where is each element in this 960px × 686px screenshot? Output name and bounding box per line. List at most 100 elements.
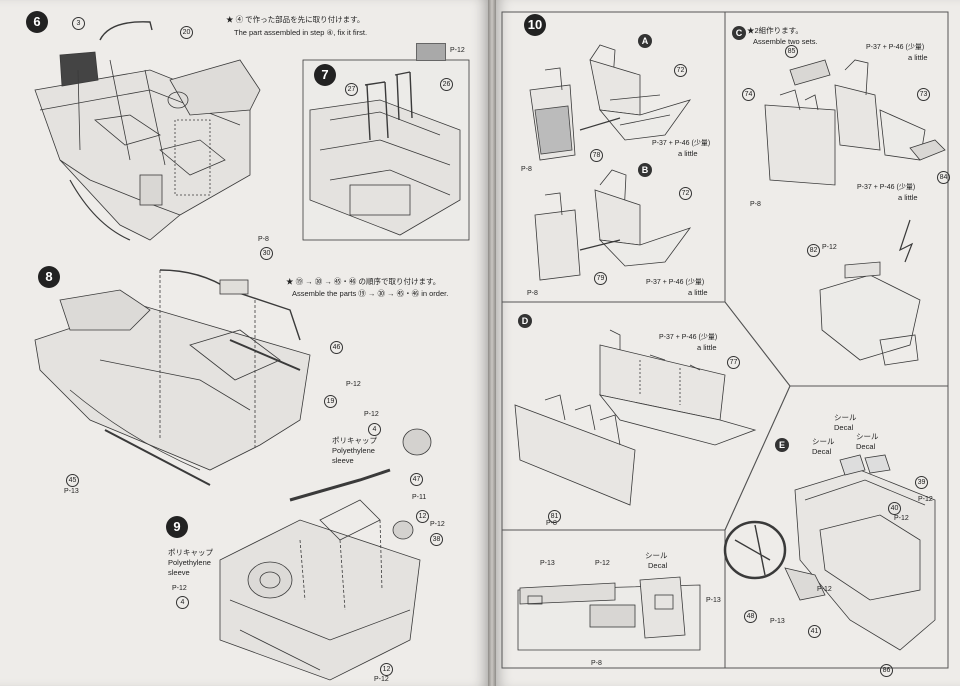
panel-left-ref: P-13 (540, 560, 555, 567)
part-38: 38 (428, 533, 443, 546)
part-40-ref: P-12 (894, 515, 909, 522)
step8-frame-drawing (34, 269, 311, 486)
part-47-ref: P-11 (412, 494, 427, 501)
part-72b: 72 (677, 187, 692, 200)
seat-a-left-ref: P-8 (521, 166, 532, 173)
part-86: 86 (878, 664, 893, 677)
seat-c-top-a-little: a little (908, 53, 928, 62)
part-27: 27 (343, 83, 358, 96)
seat-b-paint-ref: P-37 + P-46 (少量) (646, 279, 705, 286)
part-73: 73 (915, 88, 930, 101)
seat-c-left-ref: P-8 (750, 201, 761, 208)
bench-d-a-little: a little (697, 343, 717, 352)
part-4a: 4 (366, 423, 381, 436)
step9-axle-drawing (219, 428, 432, 681)
part-48: 48 (742, 610, 757, 623)
step7-box-drawing (302, 59, 470, 241)
step-8-badge: 8 (38, 266, 60, 288)
part-41-ref: P-12 (817, 586, 832, 593)
part-81-ref: P-8 (546, 520, 557, 527)
part-72a: 72 (672, 64, 687, 77)
sleeve-label-en2-a: sleeve (332, 456, 354, 465)
part-26: 26 (438, 78, 453, 91)
seat-c-top-ref: P-37 + P-46 (少量) (866, 44, 925, 51)
seat-b-a-little: a little (688, 288, 708, 297)
e-decal-jp-2: シール (812, 437, 835, 446)
part-3: 3 (70, 17, 85, 30)
seat-c-drawing (764, 59, 946, 366)
panel-b-label: B (638, 163, 652, 177)
part-81: 81 (546, 510, 561, 523)
step-10-badge: 10 (524, 14, 546, 36)
part-82-ref: P-12 (822, 244, 837, 251)
bench-d-paint-ref: P-37 + P-46 (少量) (659, 334, 718, 341)
page-gutter (488, 0, 496, 686)
sleeve-label-jp-b: ポリキャップ (168, 548, 213, 557)
sleeve-label-en1-b: Polyethylene (168, 558, 211, 567)
part-46-ref: P-12 (346, 381, 361, 388)
part-41: 41 (806, 625, 821, 638)
panel-c-label: C (732, 26, 746, 40)
panel-bottom-ref: P-8 (591, 660, 602, 667)
part-12b: 12 (378, 663, 393, 676)
seat-a-drawing (529, 44, 692, 161)
seat-c-bottom-ref: P-37 + P-46 (少量) (857, 184, 916, 191)
instrument-panel-drawing (517, 576, 701, 651)
part-12-ref: P-12 (430, 521, 445, 528)
paint-color-swatch (416, 43, 446, 61)
step8-note-jp: ★ ⑲ → ㉚ → ㊺・㊻ の順序で取り付けます。 (286, 277, 441, 286)
part-82: 82 (805, 244, 820, 257)
sleeve-label-en2-b: sleeve (168, 568, 190, 577)
part-39-ref: P-12 (918, 496, 933, 503)
part-45-ref: P-13 (64, 488, 79, 495)
panel-e-label: E (775, 438, 789, 452)
part-45: 45 (64, 474, 79, 487)
step6-paint-ref: P-12 (450, 47, 465, 54)
part-84: 84 (935, 171, 950, 184)
part-85: 85 (783, 45, 798, 58)
sleeve-label-en1-a: Polyethylene (332, 446, 375, 455)
part-12b-ref: P-12 (374, 676, 389, 683)
seat-b-left-ref: P-8 (527, 290, 538, 297)
seat-b-drawing (534, 169, 692, 281)
part-39: 39 (913, 476, 928, 489)
e-decal-jp-3: シール (856, 432, 879, 441)
bench-d-drawing (514, 329, 757, 506)
part-40: 40 (886, 502, 901, 515)
step6-note-en: The part assembled in step ④, fix it fir… (234, 28, 368, 37)
seat-a-a-little: a little (678, 149, 698, 158)
part-48-ref: P-13 (770, 618, 785, 625)
part-12a: 12 (414, 510, 429, 523)
panel-d-label: D (518, 314, 532, 328)
part-30: 30 (258, 247, 273, 260)
part-20: 20 (178, 26, 193, 39)
seat-c-bottom-a-little: a little (898, 193, 918, 202)
panel-mid-ref: P-12 (595, 560, 610, 567)
sleeve-label-jp-a: ポリキャップ (332, 436, 377, 445)
panel-borders (501, 11, 949, 669)
panel-c-note-en: Assemble two sets. (753, 37, 818, 46)
e-decal-en-1: Decal (834, 423, 854, 432)
panel-a-label: A (638, 34, 652, 48)
panel-decal-en: Decal (648, 561, 668, 570)
part-77: 77 (725, 356, 740, 369)
part-47: 47 (408, 473, 423, 486)
part-30-ref: P-8 (258, 236, 269, 243)
step-6-badge: 6 (26, 11, 48, 33)
step-9-badge: 9 (166, 516, 188, 538)
e-decal-jp-1: シール (834, 413, 857, 422)
panel-decal-jp: シール (645, 551, 668, 560)
dashboard-e-drawing (723, 454, 936, 651)
part-78: 78 (588, 149, 603, 162)
step6-chassis-drawing (34, 21, 261, 241)
panel-right-ref: P-13 (706, 597, 721, 604)
e-decal-en-3: Decal (856, 442, 876, 451)
e-decal-en-2: Decal (812, 447, 832, 456)
part-19: 19 (322, 395, 337, 408)
part-79: 79 (592, 272, 607, 285)
part-46: 46 (328, 341, 343, 354)
part-4b-ref: P-12 (172, 585, 187, 592)
part-4b: 4 (174, 596, 189, 609)
